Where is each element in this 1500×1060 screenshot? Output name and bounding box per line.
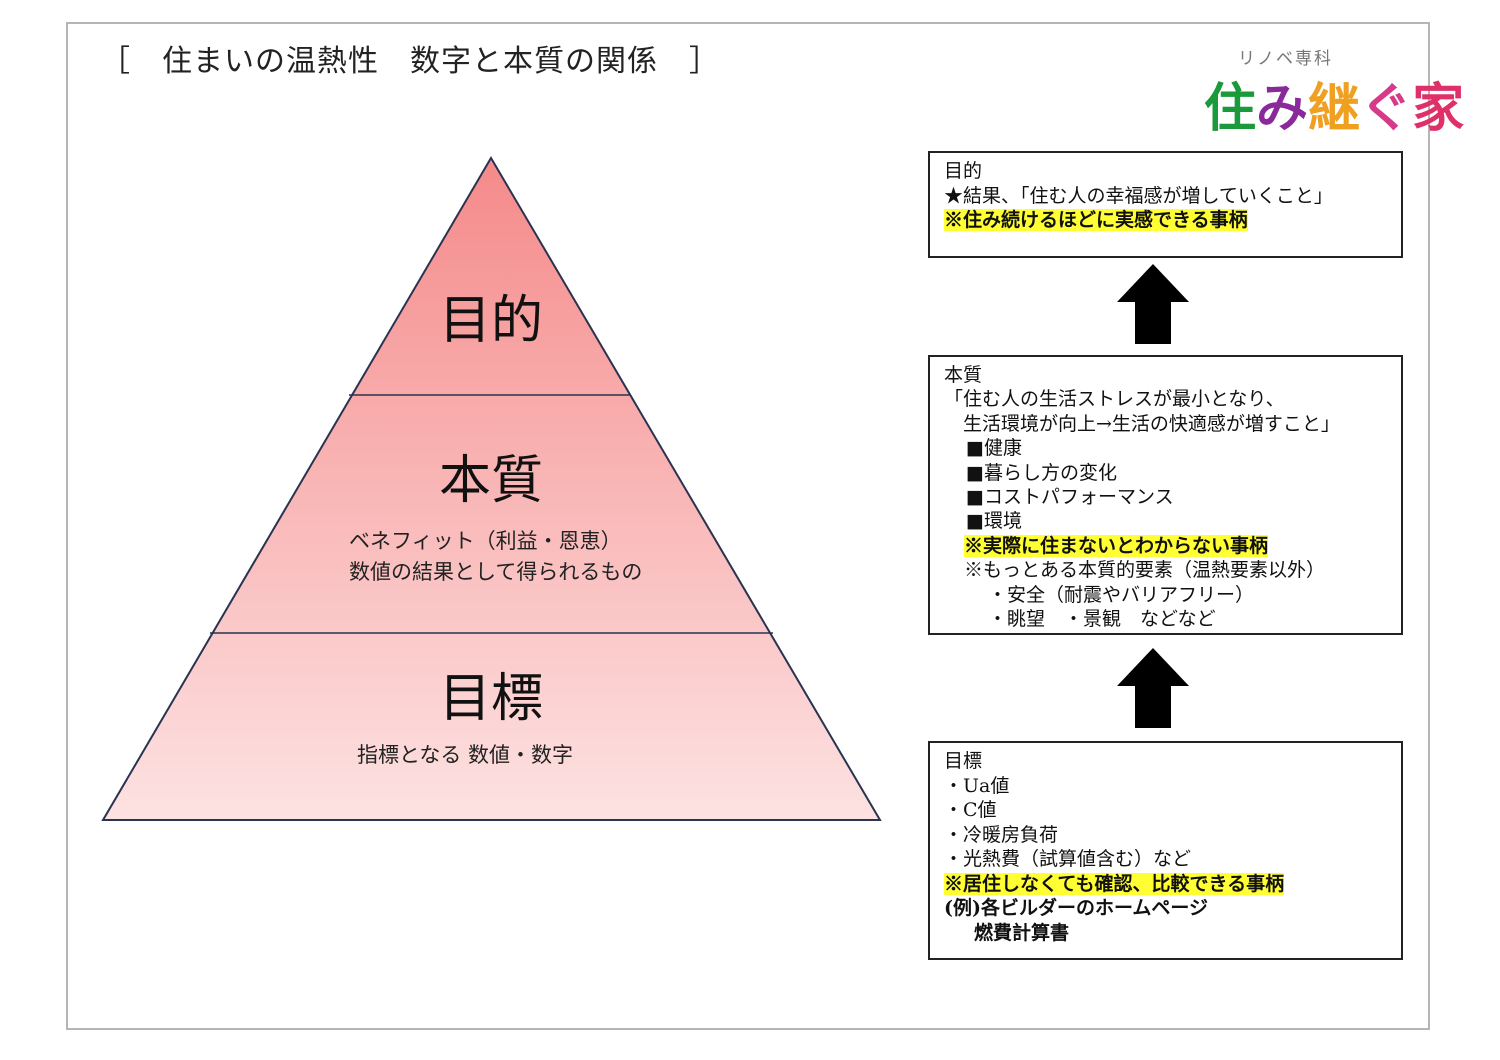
essence-box-note-item: ・安全（耐震やバリアフリー） — [988, 583, 1255, 606]
essence-box-highlight: ※実際に住まないとわからない事柄 — [964, 534, 1269, 557]
essence-box: 本質 「住む人の生活ストレスが最小となり、 生活環境が向上→生活の快適感が増すこ… — [928, 355, 1403, 635]
purpose-box-title: 目的 — [944, 160, 983, 182]
logo-char: 継 — [1308, 79, 1361, 139]
purpose-box-highlight: ※住み続けるほどに実感できる事柄 — [944, 209, 1248, 231]
target-box-item: ・光熱費（試算値含む）など — [944, 848, 1192, 870]
logo-char: 家 — [1412, 79, 1465, 139]
logo-wordmark: 住み継ぐ家 — [1204, 66, 1464, 141]
pyramid-tier-purpose: 目的 — [391, 278, 591, 353]
pyramid-tier-essence-desc: ベネフィット（利益・恩恵） 数値の結果として得られるもの — [349, 526, 642, 588]
essence-box-item: ■環境 — [966, 510, 1022, 533]
purpose-box: 目的 ★結果、「住む人の幸福感が増していくこと」 ※住み続けるほどに実感できる事… — [928, 151, 1403, 258]
pyramid-triangle — [101, 156, 882, 821]
target-box-item: ・Ua値 — [944, 774, 1010, 797]
target-box-item: ・C値 — [944, 799, 997, 821]
pyramid-essence-desc-line: ベネフィット（利益・恩恵） — [349, 529, 622, 553]
essence-box-item: ■健康 — [966, 437, 1022, 460]
pyramid-tier-target-desc: 指標となる 数値・数字 — [357, 740, 573, 771]
up-arrow-icon — [1117, 264, 1189, 344]
essence-box-note: ※もっとある本質的要素（温熱要素以外） — [964, 559, 1326, 582]
target-box: 目標 ・Ua値 ・C値 ・冷暖房負荷 ・光熱費（試算値含む）など ※居住しなくて… — [928, 741, 1403, 960]
target-box-title: 目標 — [944, 750, 983, 772]
logo-subtitle: リノベ専科 — [1238, 49, 1333, 69]
essence-box-item: ■暮らし方の変化 — [966, 461, 1117, 484]
essence-box-line: 生活環境が向上→生活の快適感が増すこと」 — [944, 412, 1340, 435]
page-title: ［ 住まいの温熱性 数字と本質の関係 ］ — [100, 44, 720, 79]
purpose-box-line: ★結果、「住む人の幸福感が増していくこと」 — [944, 184, 1333, 207]
essence-box-item: ■コストパフォーマンス — [966, 486, 1174, 509]
pyramid-tier-essence: 本質 — [391, 438, 591, 513]
pyramid-tier-essence-label: 本質 — [438, 451, 543, 511]
logo-char: 住 — [1204, 79, 1257, 139]
pyramid-essence-desc-line: 数値の結果として得られるもの — [349, 560, 643, 584]
target-box-example: (例)各ビルダーのホームページ — [944, 897, 1209, 919]
target-box-highlight: ※居住しなくても確認、比較できる事柄 — [944, 872, 1285, 895]
pyramid-tier-purpose-label: 目的 — [438, 291, 543, 351]
pyramid-tier-target: 目標 — [391, 656, 591, 731]
page-frame — [66, 22, 1430, 1030]
essence-box-note-item: ・眺望 ・景観 などなど — [988, 608, 1216, 631]
up-arrow-icon — [1117, 648, 1189, 728]
pyramid-tier-target-label: 目標 — [438, 669, 543, 729]
essence-box-line: 「住む人の生活ストレスが最小となり、 — [944, 388, 1285, 411]
logo-char: ぐ — [1360, 79, 1413, 139]
pyramid-target-desc-line: 指標となる 数値・数字 — [357, 743, 574, 767]
logo: リノベ専科 住み継ぐ家 — [1200, 44, 1464, 154]
target-box-example: 燃費計算書 — [974, 921, 1070, 944]
logo-char: み — [1256, 79, 1309, 139]
target-box-item: ・冷暖房負荷 — [944, 823, 1059, 846]
essence-box-title: 本質 — [944, 364, 983, 386]
